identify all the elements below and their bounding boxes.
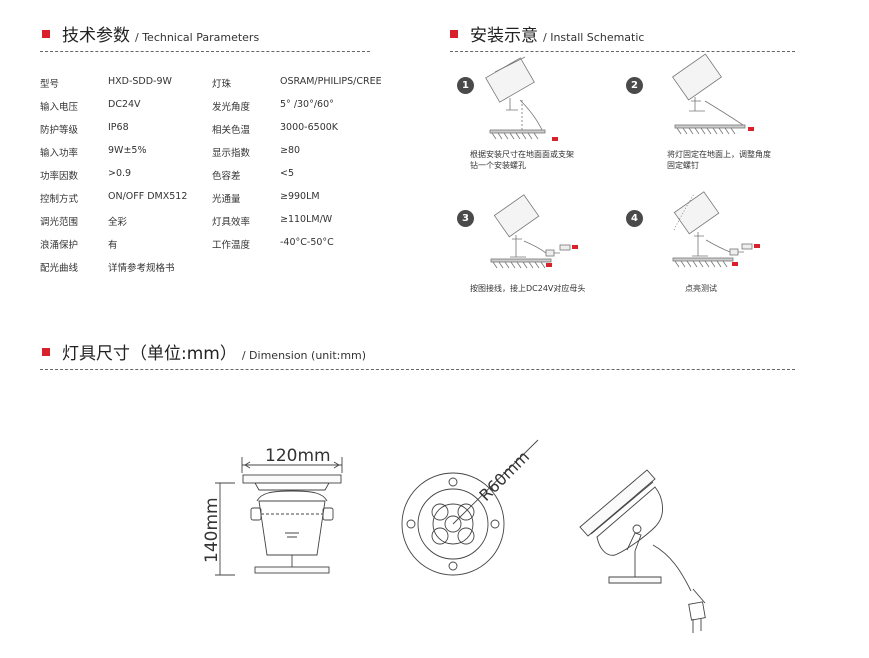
install-illustration-2 [672, 53, 754, 135]
install-illustration-4 [672, 191, 760, 268]
param-label: 控制方式 [40, 194, 79, 205]
divider [450, 51, 795, 52]
param-label: 防护等级 [40, 125, 79, 136]
param-label: 输入电压 [40, 102, 79, 113]
param-value: OSRAM/PHILIPS/CREE [280, 76, 382, 87]
step-caption-line: 点亮测试 [685, 284, 717, 293]
param-value: ≥80 [280, 145, 301, 156]
side-view-drawing: 120mm 140mm [202, 446, 343, 576]
front-view-drawing: R60mm [401, 439, 539, 576]
param-value: 详情参考规格书 [108, 263, 175, 274]
divider [40, 369, 795, 370]
param-label: 色容差 [212, 171, 241, 182]
param-label: 输入功率 [40, 148, 79, 159]
param-value: IP68 [108, 122, 129, 133]
param-label: 灯珠 [212, 79, 232, 90]
step-caption: 根据安装尺寸在地面面或支架 钻一个安装螺孔 [470, 149, 574, 171]
install-illustration-3 [490, 194, 578, 269]
step-number: 3 [457, 210, 474, 227]
install-title: 安装示意 [470, 26, 538, 46]
param-label: 调光范围 [40, 217, 79, 228]
param-label: 型号 [40, 79, 60, 90]
height-label: 140mm [202, 497, 222, 563]
param-label: 配光曲线 [40, 263, 79, 274]
step-number: 2 [626, 77, 643, 94]
install-subtitle: / Install Schematic [543, 31, 645, 44]
red-square-icon [450, 30, 458, 38]
param-value: ≥110LM/W [280, 214, 333, 225]
param-value: 有 [108, 240, 118, 251]
param-label: 功率因数 [40, 171, 79, 182]
param-value: <5 [280, 168, 295, 179]
dimension-subtitle: / Dimension (unit:mm) [241, 349, 367, 362]
red-square-icon [42, 348, 50, 356]
param-value: >0.9 [108, 168, 132, 179]
dimension-header: 灯具尺寸（单位:mm） / Dimension (unit:mm) [42, 339, 366, 364]
param-value: 5° /30°/60° [280, 99, 334, 110]
step-caption-line: 将灯固定在地面上，调整角度 [667, 150, 771, 159]
step-caption: 点亮测试 [685, 283, 717, 294]
param-label: 工作温度 [212, 240, 251, 251]
param-value: ON/OFF DMX512 [108, 191, 188, 202]
param-value: -40°C-50°C [280, 237, 334, 248]
param-value: DC24V [108, 99, 141, 110]
tech-params-header: 技术参数 / Technical Parameters [42, 21, 259, 46]
angled-view-drawing [579, 469, 706, 633]
param-label: 光通量 [212, 194, 241, 205]
step-caption-line: 按图接线，接上DC24V对应母头 [470, 284, 586, 293]
param-label: 显示指数 [212, 148, 251, 159]
radius-label: R60mm [475, 447, 533, 505]
step-caption: 按图接线，接上DC24V对应母头 [470, 283, 585, 294]
install-header: 安装示意 / Install Schematic [450, 21, 644, 46]
param-label: 相关色温 [212, 125, 251, 136]
dimension-title: 灯具尺寸（单位:mm） [62, 344, 237, 364]
param-value: 全彩 [108, 217, 128, 228]
step-number: 1 [457, 77, 474, 94]
step-caption: 将灯固定在地面上，调整角度 固定螺钉 [667, 149, 771, 171]
tech-params-title: 技术参数 [62, 26, 130, 46]
param-label: 灯具效率 [212, 217, 251, 228]
param-value: ≥990LM [280, 191, 320, 202]
param-value: HXD-SDD-9W [108, 76, 172, 87]
red-square-icon [42, 30, 50, 38]
step-caption-line: 固定螺钉 [667, 161, 699, 170]
divider [40, 51, 370, 52]
tech-params-subtitle: / Technical Parameters [135, 31, 260, 44]
install-illustration-1 [485, 56, 558, 141]
step-caption-line: 根据安装尺寸在地面面或支架 [470, 150, 574, 159]
param-label: 浪涌保护 [40, 240, 79, 251]
param-value: 3000-6500K [280, 122, 339, 133]
step-number: 4 [626, 210, 643, 227]
step-caption-line: 钻一个安装螺孔 [470, 161, 526, 170]
param-label: 发光角度 [212, 102, 251, 113]
param-value: 9W±5% [108, 145, 147, 156]
width-label: 120mm [265, 446, 331, 466]
